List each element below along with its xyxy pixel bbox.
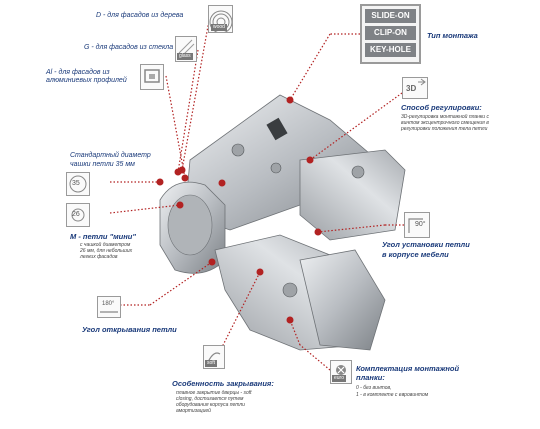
cup35-icon: 35 — [66, 172, 90, 196]
glass-icon: glass — [175, 36, 197, 62]
mini-desc-2: 26 мм, для небольших — [80, 248, 133, 254]
open-angle-label: Угол открывания петли — [82, 325, 177, 334]
install-angle-icon: 90° — [404, 212, 430, 238]
closing-desc-3: оборудования корпуса петли — [176, 402, 245, 408]
adjustment-desc-2: винтом эксцентричного смещения в — [401, 120, 489, 126]
euro-icon-label: euro — [332, 375, 347, 382]
wood-label: D - для фасадов из дерева — [96, 12, 184, 19]
soft-close-icon-label: soft — [205, 360, 218, 367]
wood-icon-label: wood — [211, 24, 227, 31]
mini-desc-3: легких фасадов — [80, 254, 118, 260]
install-angle-label-2: в корпусе мебели — [382, 250, 449, 259]
open-angle-value: 180° — [102, 301, 115, 307]
soft-close-icon: soft — [203, 345, 225, 369]
cup35-value: 35 — [72, 180, 80, 187]
alu-label-line1: Al - для фасадов из — [46, 69, 110, 76]
euro-screw-icon: euro — [330, 360, 352, 384]
cup-label-line2: чашки петли 35 мм — [70, 161, 135, 168]
lower-mounting-plate — [299, 249, 386, 351]
alu-label-line2: алюминиевых профилей — [46, 77, 127, 84]
kit-desc-2: 1 - в комплекте с евровинтом — [356, 392, 429, 398]
glass-icon-label: glass — [177, 53, 193, 60]
mount-option-key-hole: KEY-HOLE — [365, 43, 416, 57]
install-angle-value: 90° — [415, 221, 426, 228]
wood-icon: wood — [208, 5, 233, 34]
kit-title-2: планки: — [356, 373, 385, 382]
kit-title-1: Комплектация монтажной — [356, 364, 460, 373]
cup-label-line1: Стандартный диаметр — [70, 152, 151, 159]
closing-title: Особенность закрывания: — [172, 379, 274, 388]
glass-label: G - для фасадов из стекла — [84, 44, 174, 51]
mini-desc-1: с чашкой диаметром — [80, 242, 131, 248]
mount-type-panel: SLIDE-ON CLIP-ON KEY-HOLE — [360, 4, 421, 64]
upper-mounting-plate — [299, 149, 406, 241]
adjustment-3d-text: 3D — [406, 84, 417, 93]
adjustment-3d-icon: 3D — [402, 77, 428, 99]
adjustment-desc-1: 3D-регулировка монтажной планки с — [401, 114, 489, 120]
aluminium-profile-icon — [140, 64, 164, 90]
closing-desc-2: closing, достигается путем — [176, 396, 244, 402]
mini-title: M - петли "мини" — [70, 232, 136, 241]
open-angle-icon: 180° — [97, 296, 121, 318]
install-angle-label-1: Угол установки петли — [382, 240, 470, 249]
mount-option-slide-on: SLIDE-ON — [365, 9, 416, 23]
adjustment-title: Способ регулировки: — [401, 103, 482, 112]
adjustment-desc-3: регулировки положения тела петли — [401, 126, 488, 132]
cup26-icon: 26 — [66, 203, 90, 227]
closing-desc-4: амортизацией — [176, 408, 211, 414]
cup26-value: 26 — [72, 211, 80, 218]
mount-type-label: Тип монтажа — [427, 31, 478, 40]
mount-option-clip-on: CLIP-ON — [365, 26, 416, 40]
kit-desc-1: 0 - без винтов, — [356, 385, 392, 391]
closing-desc-1: плавное закрытие дверцы - soft — [176, 390, 252, 396]
